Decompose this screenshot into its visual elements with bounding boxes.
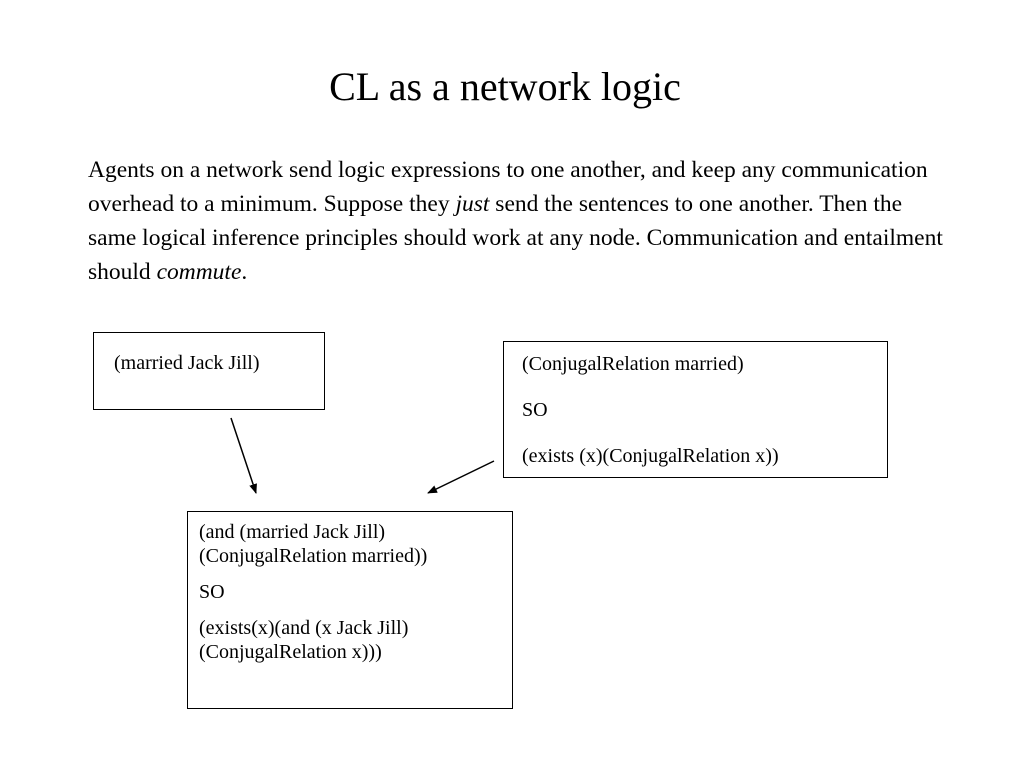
conjugal-box-so: SO <box>522 399 548 421</box>
combined-box-conclusion: (exists(x)(and (x Jack Jill) (ConjugalRe… <box>199 616 512 664</box>
intro-paragraph: Agents on a network send logic expressio… <box>88 153 948 289</box>
paragraph-text-2: send the sentences to one another. Then … <box>88 191 943 285</box>
combined-box-premise: (and (married Jack Jill) (ConjugalRelati… <box>199 520 512 568</box>
combined-box-so: SO <box>199 581 225 603</box>
arrow-conjugal-to-combined <box>427 460 495 494</box>
combined-premise-line-2: (ConjugalRelation married)) <box>199 545 428 567</box>
married-box-text: (married Jack Jill) <box>114 352 260 374</box>
combined-box-so-group: SO <box>199 580 512 604</box>
paragraph-emphasis-commute: commute <box>156 259 242 285</box>
paragraph-emphasis-just: just <box>455 191 490 217</box>
combined-premise-line-1: (and (married Jack Jill) <box>199 521 386 543</box>
combined-conclusion-line-1: (exists(x)(and (x Jack Jill) <box>199 617 409 639</box>
married-box: (married Jack Jill) <box>93 332 325 410</box>
paragraph-text-1: Agents on a network send logic expressio… <box>88 157 928 217</box>
conjugal-relation-box: (ConjugalRelation married) SO (exists (x… <box>503 341 888 478</box>
conjugal-box-premise: (ConjugalRelation married) <box>522 353 744 375</box>
slide-title: CL as a network logic <box>329 64 681 109</box>
paragraph-text-3: . <box>241 259 248 285</box>
conjugal-box-conclusion: (exists (x)(ConjugalRelation x)) <box>522 445 779 467</box>
combined-box: (and (married Jack Jill) (ConjugalRelati… <box>187 511 513 709</box>
combined-conclusion-line-2: (ConjugalRelation x))) <box>199 641 382 663</box>
arrow-married-to-combined <box>230 417 257 494</box>
